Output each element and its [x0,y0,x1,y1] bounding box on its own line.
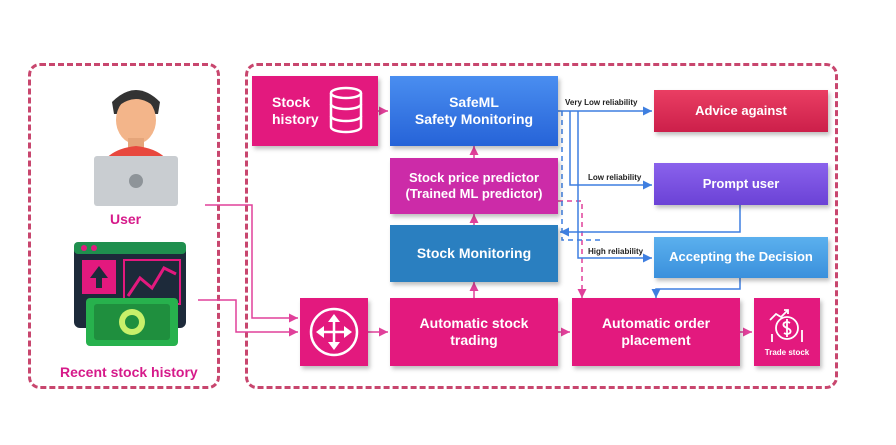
automatic-order-placement-node: Automatic order placement [572,298,740,366]
stock-money-icon [74,242,186,346]
stock-history-line-2: history [272,111,319,127]
trade-stock-node: Trade stock [754,298,820,366]
router-arrows-icon [309,307,359,357]
trading-line-1: Automatic stock [419,314,529,331]
edge-safeml-dashed [561,111,600,241]
high-reliability-label: High reliability [588,247,644,256]
stock-history-line-1: Stock [272,93,311,110]
predictor-line-2: (Trained ML predictor) [405,186,543,201]
order-line-1: Automatic order [601,314,711,331]
edge-safeml-prompt [569,111,652,190]
database-icon [329,86,363,134]
left-panel-frame [28,63,220,389]
recent-stock-history-label: Recent stock history [60,364,198,380]
stock-monitoring-node: Stock Monitoring [390,225,558,282]
stock-monitoring-label: Stock Monitoring [416,244,532,261]
router-node [300,298,368,366]
order-line-2: placement [621,332,691,348]
stock-history-node: Stock history [252,76,378,146]
money-growth-icon [769,309,803,342]
predictor-line-1: Stock price predictor [408,169,540,185]
safeml-line-1: SafeML [449,93,499,110]
automatic-stock-trading-node: Automatic stock trading [390,298,558,366]
trade-stock-label: Trade stock [764,348,810,357]
user-label: User [110,211,142,227]
advice-against-node: Advice against [654,90,828,132]
advice-against-label: Advice against [695,102,787,118]
edge-safeml-accept [577,111,652,263]
stock-price-predictor-node: Stock price predictor (Trained ML predic… [390,158,558,214]
safeml-node: SafeML Safety Monitoring [390,76,558,146]
user-laptop-icon [94,90,178,206]
system-panel-frame [245,63,838,389]
trading-line-2: trading [450,332,498,348]
accepting-decision-node: Accepting the Decision [654,237,828,278]
edge-prompt-monitoring [560,205,741,237]
safeml-line-2: Safety Monitoring [414,111,534,127]
edge-user-router [205,204,298,323]
prompt-user-node: Prompt user [654,163,828,205]
edge-accept-order [651,278,741,298]
edge-history-router [198,299,298,337]
very-low-reliability-label: Very Low reliability [565,98,638,107]
low-reliability-label: Low reliability [588,173,642,182]
prompt-user-label: Prompt user [702,175,780,191]
accepting-decision-label: Accepting the Decision [669,249,813,265]
